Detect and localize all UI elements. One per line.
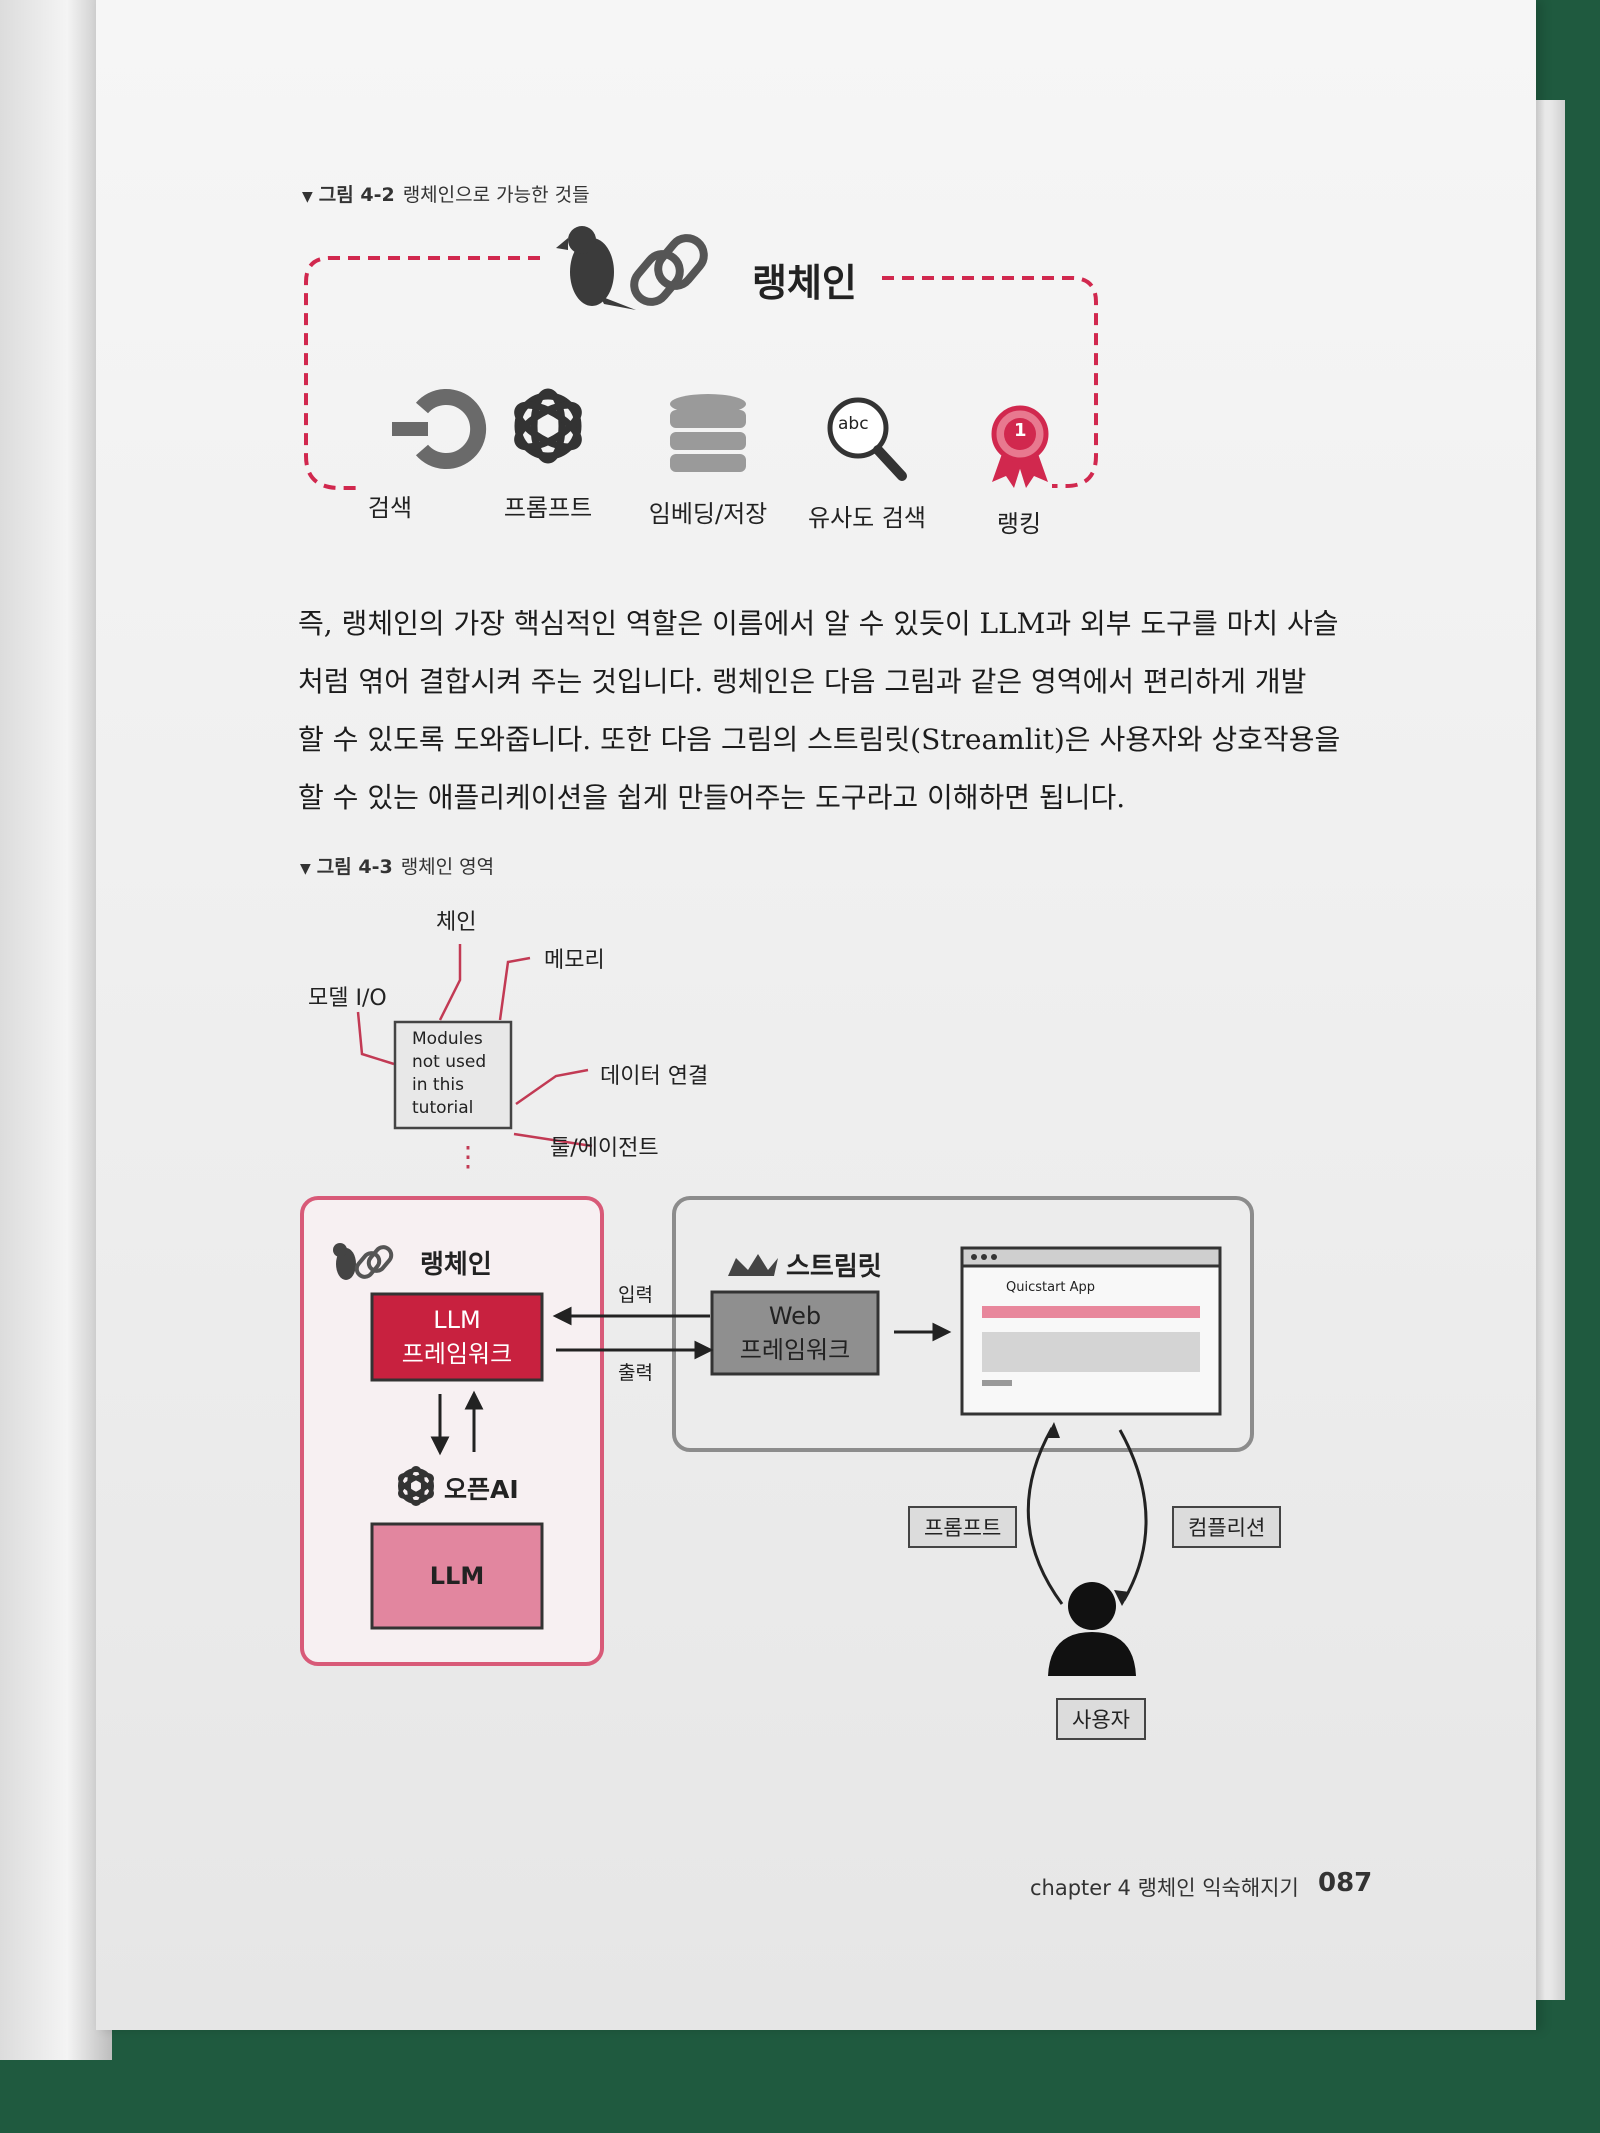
figure-title: 랭체인으로 가능한 것들: [402, 184, 590, 206]
item-label-ranking: 랭킹: [996, 510, 1042, 538]
figure-label: 그림 4-2: [318, 184, 395, 206]
figure-4-3-caption: ▼ 그림 4-3 랭체인 영역: [300, 852, 494, 879]
openai-llm-box: LLM: [372, 1524, 542, 1628]
note-line: in this: [412, 1075, 464, 1095]
user-label: 사용자: [1056, 1698, 1146, 1740]
figure-4-2-caption: ▼ 그림 4-2 랭체인으로 가능한 것들: [302, 180, 590, 207]
figure-title: 랭체인 영역: [400, 856, 495, 878]
modules-ellipsis: ⋮: [454, 1140, 482, 1173]
openai-logo-icon: [398, 1466, 434, 1506]
app-browser-mockup: [960, 1246, 1222, 1416]
completion-tag: 컴플리션: [1172, 1506, 1282, 1548]
web-framework-line: Web: [768, 1302, 822, 1330]
note-line: not used: [412, 1052, 487, 1072]
caption-triangle-icon: ▼: [300, 861, 311, 877]
openai-llm-label: LLM: [429, 1562, 485, 1590]
left-page-edge: [0, 0, 112, 2060]
langchain-logo-icon: [333, 1243, 394, 1280]
figure-center-title: 랭체인: [752, 261, 857, 305]
user-icon: [1048, 1582, 1136, 1676]
note-line: tutorial: [412, 1098, 474, 1118]
note-line: Modules: [412, 1029, 483, 1049]
modules-note-text: Modules not used in this tutorial: [412, 1028, 486, 1120]
body-paragraph: 즉, 랭체인의 가장 핵심적인 역할은 이름에서 알 수 있듯이 LLM과 외부…: [298, 595, 1358, 827]
llm-framework-line: 프레임워크: [401, 1340, 513, 1368]
magnifier-icon: [827, 397, 907, 481]
streamlit-crown-icon: [728, 1254, 778, 1276]
paragraph-line: 할 수 있는 애플리케이션을 쉽게 만들어주는 도구라고 이해하면 됩니다.: [298, 781, 1126, 814]
medal-number: 1: [1014, 420, 1027, 441]
openai-icon: [514, 388, 582, 464]
modules-note-paper: [393, 1020, 513, 1130]
chain-icon: [630, 234, 708, 306]
paragraph-line: 할 수 있도록 도와줍니다. 또한 다음 그림의 스트림릿(Streamlit)…: [298, 723, 1341, 756]
google-icon: [392, 389, 487, 469]
module-chain: 체인: [436, 910, 477, 935]
item-label-similarity-search: 유사도 검색: [807, 504, 927, 532]
prompt-tag: 프롬프트: [908, 1506, 1018, 1548]
llm-framework-box: LLM 프레임워크: [372, 1294, 542, 1380]
web-framework-line: 프레임워크: [739, 1336, 851, 1364]
module-data-connection: 데이터 연결: [600, 1064, 709, 1089]
openai-title: 오픈AI: [444, 1475, 519, 1504]
arrow-input-label: 입력: [618, 1284, 653, 1306]
item-label-prompt: 프롬프트: [503, 494, 593, 522]
book-page: [96, 0, 1536, 2030]
magnifier-text: abc: [838, 414, 869, 434]
module-memory: 메모리: [544, 948, 605, 973]
database-icon: [670, 394, 746, 472]
langchain-box-title: 랭체인: [420, 1250, 492, 1280]
parrot-icon: [556, 226, 636, 310]
app-title: Quicstart App: [1006, 1280, 1096, 1295]
page-footer: chapter 4 랭체인 익숙해지기: [1030, 1872, 1299, 1902]
module-tools-agents: 툴/에이전트: [550, 1136, 659, 1161]
web-framework-box: Web 프레임워크: [712, 1292, 878, 1374]
item-label-embedding: 임베딩/저장: [648, 500, 768, 528]
medal-icon: [991, 405, 1049, 488]
caption-triangle-icon: ▼: [302, 189, 313, 205]
streamlit-box-title: 스트림릿: [786, 1252, 882, 1282]
paragraph-line: 처럼 엮어 결합시켜 주는 것입니다. 랭체인은 다음 그림과 같은 영역에서 …: [298, 665, 1307, 698]
page-number: 087: [1318, 1868, 1373, 1898]
item-label-search: 검색: [367, 494, 413, 522]
arrow-output-label: 출력: [618, 1362, 653, 1384]
footer-title: 랭체인 익숙해지기: [1137, 1876, 1299, 1900]
paragraph-line: 즉, 랭체인의 가장 핵심적인 역할은 이름에서 알 수 있듯이 LLM과 외부…: [298, 607, 1339, 640]
footer-chapter: chapter 4: [1030, 1876, 1131, 1900]
module-model-io: 모델 I/O: [308, 986, 387, 1011]
figure-label: 그림 4-3: [316, 856, 393, 878]
llm-framework-line: LLM: [433, 1306, 481, 1334]
